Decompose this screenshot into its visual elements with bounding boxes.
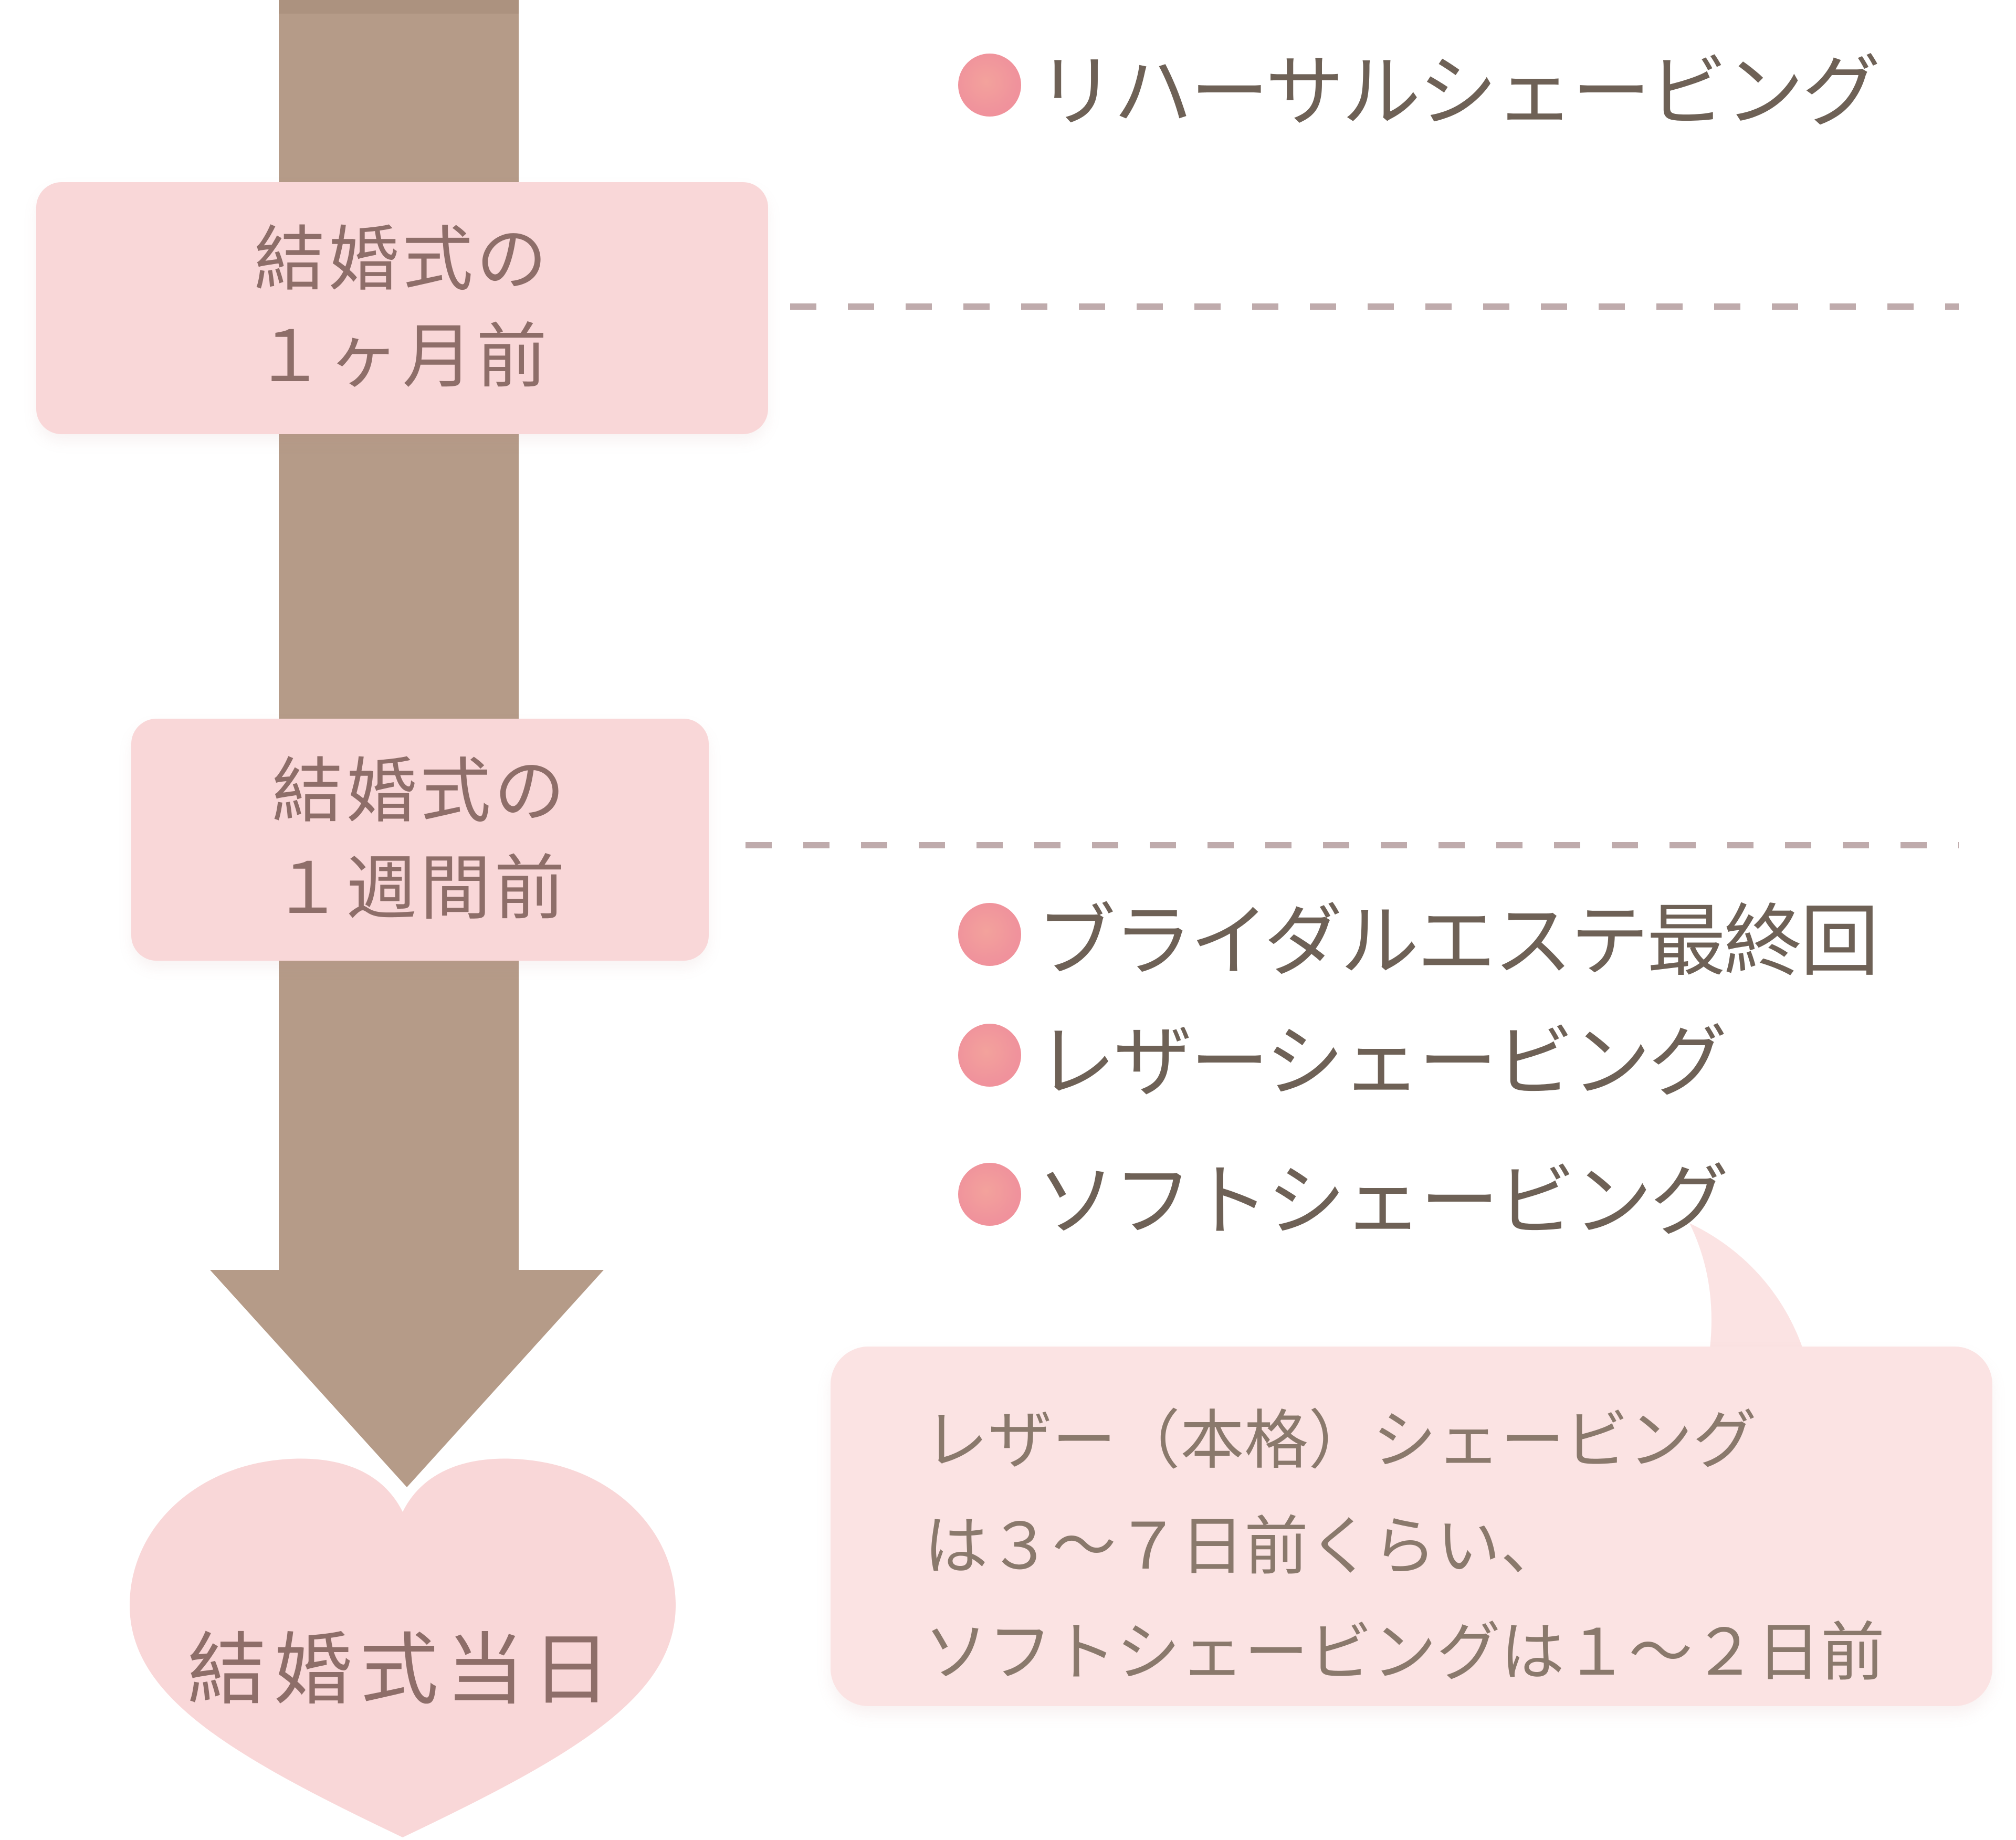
milestone-wedding-day-label: 結婚式当日 <box>187 1625 618 1716</box>
dashed-connector-one-month <box>790 303 1959 310</box>
milestone-one-month-line1: 結婚式の <box>254 218 550 301</box>
bullet-dot-icon <box>958 903 1021 966</box>
event-soft-shaving-label: ソフトシェービング <box>1037 1155 1729 1247</box>
milestone-one-month-before: 結婚式の １ヶ月前 <box>36 182 768 434</box>
event-razor-shaving-label: レザーシェービング <box>1037 1016 1727 1108</box>
note-line2: は３～７日前くらい、 <box>924 1509 1564 1584</box>
event-rehearsal-shaving-label: リハーサルシェービング <box>1037 46 1881 138</box>
event-bridal-esthe-final: ブライダルエステ最終回 <box>958 892 1879 987</box>
bullet-dot-icon <box>958 1024 1021 1087</box>
note-line1: レザー（本格）シェービング <box>924 1403 1757 1478</box>
bubble-tail <box>1689 1223 1812 1386</box>
bullet-dot-icon <box>958 1163 1021 1226</box>
event-bridal-esthe-final-label: ブライダルエステ最終回 <box>1037 896 1879 987</box>
event-rehearsal-shaving: リハーサルシェービング <box>958 43 1881 138</box>
dashed-connector-one-week <box>746 842 1959 848</box>
heart-icon <box>130 1458 676 1837</box>
note-line3: ソフトシェービングは１～２日前 <box>924 1615 1885 1690</box>
event-razor-shaving: レザーシェービング <box>958 1013 1727 1108</box>
event-soft-shaving: ソフトシェービング <box>958 1152 1729 1247</box>
milestone-one-week-line2: １週間前 <box>272 847 568 930</box>
milestone-one-month-line2: １ヶ月前 <box>254 316 550 398</box>
arrow-top-shade <box>279 0 519 14</box>
milestone-one-week-before: 結婚式の １週間前 <box>131 719 709 961</box>
shaving-timing-note-bubble: レザー（本格）シェービング は３～７日前くらい、 ソフトシェービングは１～２日前 <box>831 1347 1992 1706</box>
milestone-one-week-line1: 結婚式の <box>272 750 568 833</box>
bullet-dot-icon <box>958 54 1021 117</box>
